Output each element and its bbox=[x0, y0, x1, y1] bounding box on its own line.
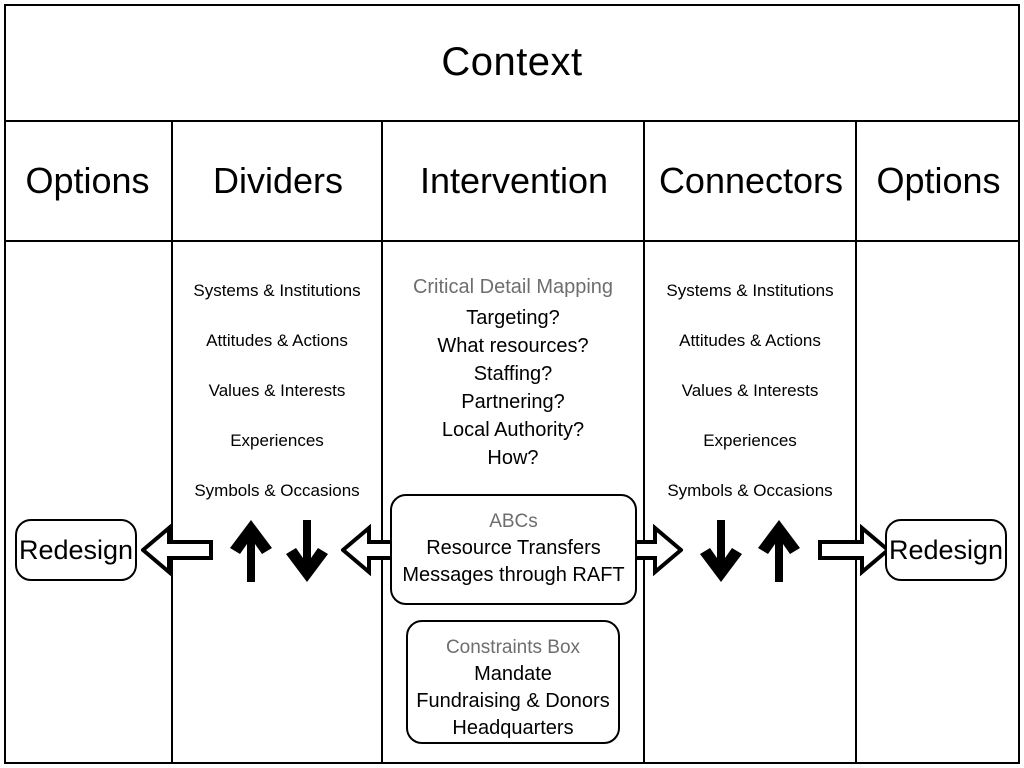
constraints-box-line: Fundraising & Donors bbox=[416, 690, 610, 712]
column-header-options-left: Options bbox=[25, 160, 150, 201]
redesign-box-right: Redesign bbox=[885, 519, 1007, 581]
abcs-box-line: Messages through RAFT bbox=[402, 564, 625, 586]
arrow-up-icon bbox=[228, 518, 274, 584]
column-header-intervention: Intervention bbox=[419, 160, 609, 201]
horizontal-rule-context bbox=[4, 120, 1020, 122]
abcs-box-heading: ABCs bbox=[489, 511, 538, 532]
column-body-intervention: Critical Detail Mapping Targeting? What … bbox=[383, 242, 643, 764]
list-item: Attitudes & Actions bbox=[679, 331, 821, 350]
list-item: Partnering? bbox=[461, 391, 565, 413]
dividers-list: Systems & Institutions Attitudes & Actio… bbox=[173, 266, 381, 516]
list-item: Attitudes & Actions bbox=[206, 331, 348, 350]
diagram-frame bbox=[4, 4, 1020, 764]
list-item: Experiences bbox=[703, 431, 797, 450]
context-band: Context bbox=[4, 4, 1020, 120]
column-divider-1 bbox=[171, 120, 173, 764]
redesign-box-left: Redesign bbox=[15, 519, 137, 581]
list-item: Staffing? bbox=[473, 363, 553, 385]
arrow-up-icon bbox=[756, 518, 802, 584]
column-body-connectors: Systems & Institutions Attitudes & Actio… bbox=[645, 242, 855, 764]
abcs-box: ABCs Resource Transfers Messages through… bbox=[390, 494, 637, 605]
column-header-connectors: Connectors bbox=[658, 160, 844, 201]
list-item: Targeting? bbox=[466, 307, 560, 329]
list-item: Values & Interests bbox=[208, 381, 346, 400]
column-divider-4 bbox=[855, 120, 857, 764]
list-item: Symbols & Occasions bbox=[667, 481, 833, 500]
list-item: Systems & Institutions bbox=[666, 281, 834, 300]
column-divider-3 bbox=[643, 120, 645, 764]
arrow-down-icon bbox=[698, 518, 744, 584]
list-item: Symbols & Occasions bbox=[194, 481, 360, 500]
list-item: What resources? bbox=[437, 335, 589, 357]
redesign-label-right: Redesign bbox=[888, 534, 1004, 565]
list-item: Values & Interests bbox=[681, 381, 819, 400]
horizontal-rule-headers bbox=[4, 240, 1020, 242]
arrow-left-icon bbox=[141, 524, 213, 576]
list-item: Local Authority? bbox=[441, 419, 585, 441]
list-item: Systems & Institutions bbox=[193, 281, 361, 300]
column-divider-2 bbox=[381, 120, 383, 764]
column-header-row: Options Dividers Intervention Connectors… bbox=[4, 122, 1020, 240]
constraints-box-line: Mandate bbox=[474, 663, 552, 685]
column-header-dividers: Dividers bbox=[212, 160, 344, 201]
critical-detail-mapping-block: Critical Detail Mapping Targeting? What … bbox=[383, 272, 643, 472]
list-item: Experiences bbox=[230, 431, 324, 450]
constraints-box: Constraints Box Mandate Fundraising & Do… bbox=[406, 620, 620, 744]
column-body-dividers: Systems & Institutions Attitudes & Actio… bbox=[173, 242, 381, 764]
abcs-box-line: Resource Transfers bbox=[426, 537, 601, 559]
context-title: Context bbox=[441, 39, 583, 84]
critical-detail-mapping-heading: Critical Detail Mapping bbox=[412, 276, 614, 298]
constraints-box-line: Headquarters bbox=[452, 717, 574, 739]
column-body-options-left bbox=[4, 242, 171, 764]
arrow-down-icon bbox=[284, 518, 330, 584]
arrow-right-icon bbox=[818, 524, 890, 576]
connectors-list: Systems & Institutions Attitudes & Actio… bbox=[645, 266, 855, 516]
column-header-options-right: Options bbox=[876, 160, 1001, 201]
column-body-options-right bbox=[857, 242, 1020, 764]
constraints-box-heading: Constraints Box bbox=[445, 637, 581, 658]
redesign-label-left: Redesign bbox=[18, 534, 134, 565]
list-item: How? bbox=[487, 447, 539, 469]
